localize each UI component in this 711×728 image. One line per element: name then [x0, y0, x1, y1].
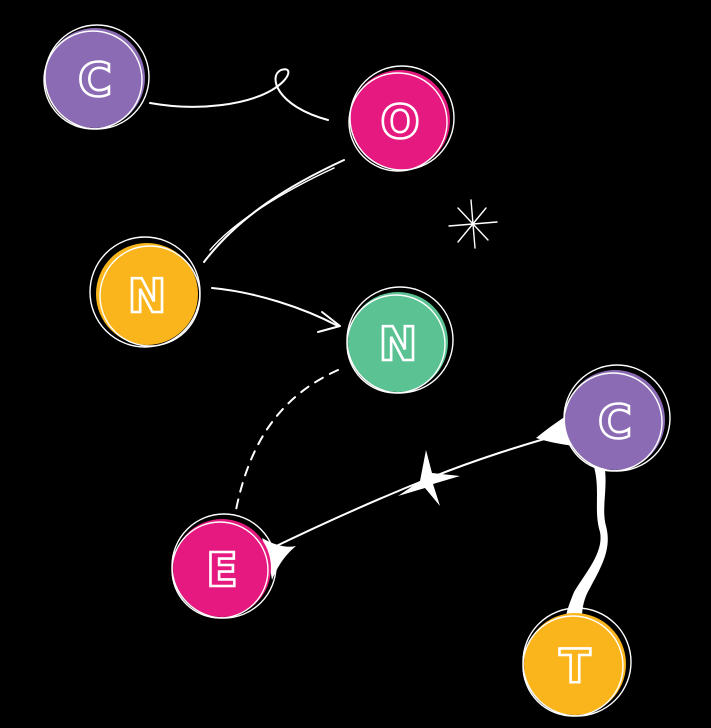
node-o: O: [348, 65, 455, 172]
node-letter-n-1: N: [128, 269, 167, 323]
node-letter-e: E: [206, 543, 237, 597]
node-t: T: [522, 607, 632, 717]
node-e: E: [171, 513, 277, 619]
node-letter-o: O: [380, 95, 419, 149]
connector-c-t: [566, 452, 608, 618]
node-n-1: N: [89, 236, 201, 348]
node-letter-t: T: [559, 639, 591, 693]
connector-o-n: [203, 159, 345, 263]
node-letter-c-1: C: [78, 53, 112, 107]
arrowhead-icon: [317, 311, 341, 333]
connector-star-icon: [398, 450, 460, 506]
connector-c-o: [149, 68, 329, 121]
node-letter-n-2: N: [379, 317, 418, 371]
connector-e-c: [267, 431, 569, 551]
node-c-1: C: [43, 24, 150, 130]
connector-o-n-sketch: [209, 167, 335, 251]
node-c-2: C: [563, 364, 671, 472]
sparkle-icon: [448, 199, 498, 249]
node-letter-c-2: C: [598, 395, 632, 449]
connector-n-n: [211, 287, 339, 327]
node-n-2: N: [346, 286, 454, 394]
connector-n-e-dashed: [235, 369, 339, 511]
